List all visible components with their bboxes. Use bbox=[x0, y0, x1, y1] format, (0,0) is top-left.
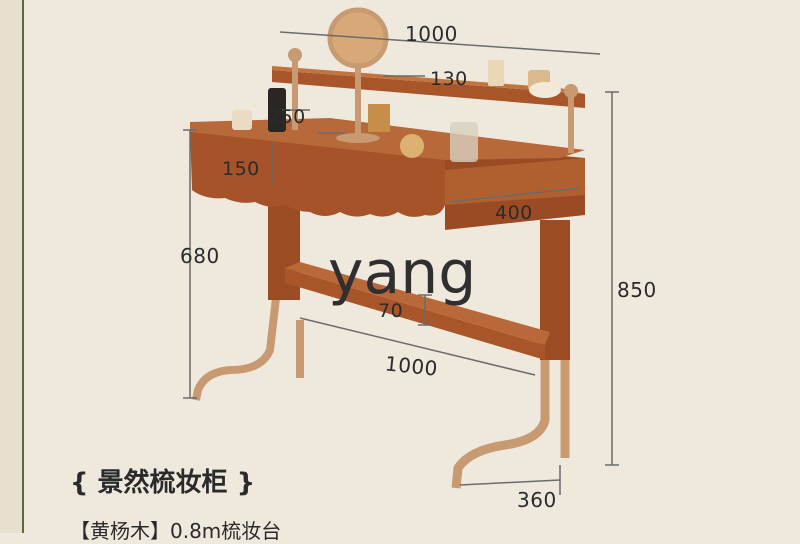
left-border-line bbox=[0, 0, 24, 533]
watermark-text: yang bbox=[328, 238, 477, 308]
dim-drawer-height: 150 bbox=[222, 158, 260, 180]
dim-drawer-width: 400 bbox=[495, 202, 533, 224]
dim-depth: 360 bbox=[517, 488, 557, 512]
vanity-illustration bbox=[183, 7, 619, 495]
dim-top-width: 1000 bbox=[405, 22, 458, 46]
product-title: { 景然梳妆柜 } bbox=[70, 468, 256, 498]
dim-mirror-offset: 130 bbox=[430, 68, 468, 90]
dim-leg-height: 680 bbox=[180, 244, 220, 268]
dim-beam-height: 70 bbox=[378, 300, 404, 322]
dim-shelf-height: 250 bbox=[268, 106, 306, 128]
dim-total-height: 850 bbox=[617, 278, 657, 302]
product-subtitle: 【黄杨木】0.8m梳妆台 bbox=[70, 519, 282, 543]
